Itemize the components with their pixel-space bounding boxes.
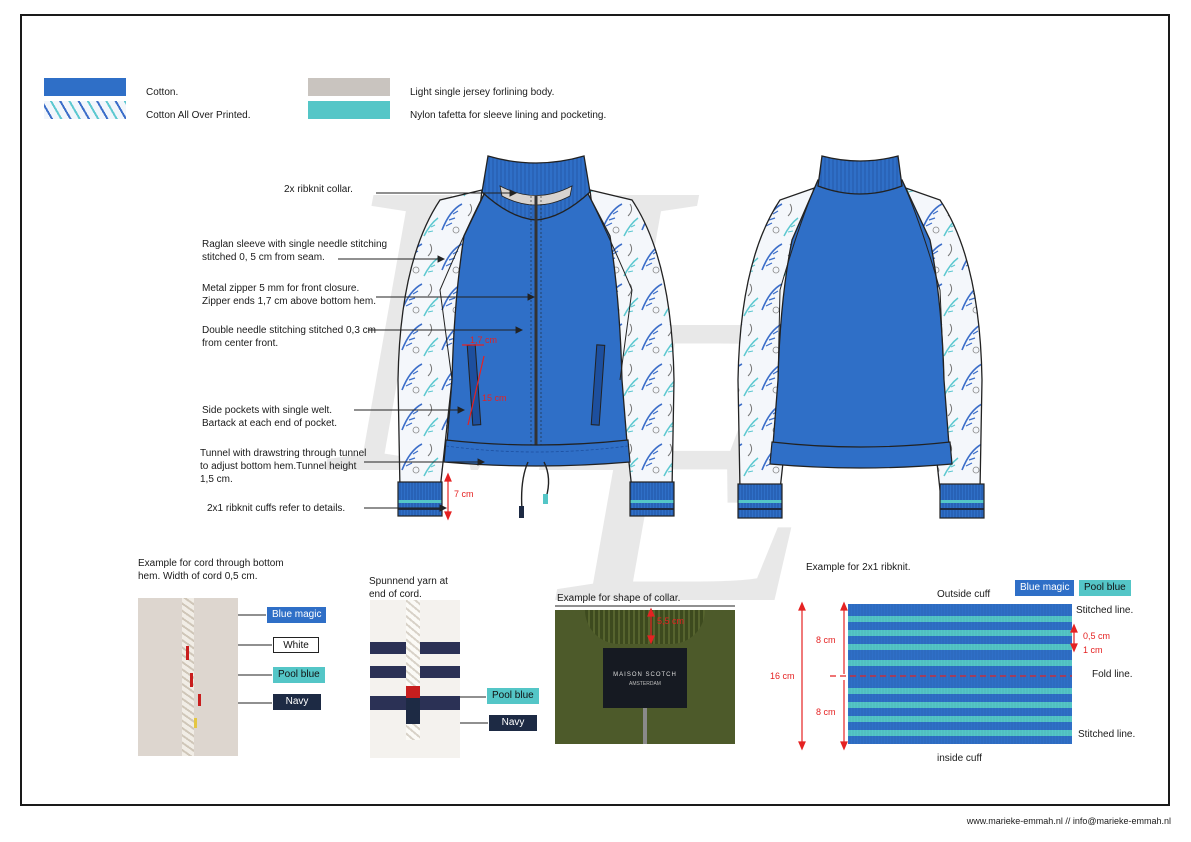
legend-cotton: Cotton. — [146, 87, 179, 98]
annotation-zipper: Metal zipper 5 mm for front closure. Zip… — [202, 283, 376, 307]
tag-pool-blue-yarn: Pool blue — [487, 688, 539, 704]
back-jacket — [737, 155, 985, 519]
footer-contact: www.marieke-emmah.nl // info@marieke-emm… — [966, 816, 1171, 826]
front-jacket — [397, 155, 675, 518]
rib-stripe — [848, 644, 1072, 650]
measure-pocket-length: 15 cm — [482, 393, 507, 403]
measure-collar-height: 5,5 cm — [657, 616, 685, 626]
measure-rib-half-a: 8 cm — [816, 635, 836, 645]
measure-pocket-top: 1,7 cm — [470, 335, 498, 345]
measure-lines-front — [444, 344, 485, 521]
collar-rib — [585, 610, 705, 644]
cord-section-title: Example for cord through bottom hem. Wid… — [138, 558, 284, 582]
cord-red-stitch — [190, 673, 193, 687]
sheet-frame — [20, 14, 1170, 806]
yarn-photo — [370, 600, 460, 758]
cotton-swatch — [44, 78, 126, 96]
rib-stripe — [848, 660, 1072, 666]
collar-zipper — [643, 708, 647, 744]
brand-label-line1: MAISON SCOTCH — [613, 672, 677, 678]
rib-stripe — [848, 716, 1072, 722]
tag-white: White — [273, 637, 319, 653]
rib-stripe — [848, 702, 1072, 708]
measure-rib-stripe-a: 0,5 cm — [1083, 631, 1111, 641]
tag-navy-yarn: Navy — [489, 715, 537, 731]
legend-cotton-aop: Cotton All Over Printed. — [146, 110, 251, 121]
annotation-pockets: Side pockets with single welt. Bartack a… — [202, 405, 338, 429]
cord-red-stitch — [198, 694, 201, 706]
tag-navy: Navy — [273, 694, 321, 710]
yarn-wrap-navy — [406, 698, 420, 724]
tag-blue-magic-rib: Blue magic — [1015, 580, 1075, 596]
cord-yellow-stitch — [194, 718, 197, 728]
rib-stripe — [848, 630, 1072, 636]
rib-stripe — [848, 688, 1072, 694]
yarn-section-title: Spunnend yarn at end of cord. — [369, 576, 448, 600]
rib-section-title: Example for 2x1 ribknit. — [806, 562, 911, 573]
rib-measure-lines — [798, 601, 1078, 751]
cotton-aop-swatch — [44, 101, 126, 119]
cord-photo — [138, 598, 238, 756]
annotation-raglan: Raglan sleeve with single needle stitchi… — [202, 239, 388, 263]
legend-jersey: Light single jersey forlining body. — [410, 87, 555, 98]
annotation-double-needle: Double needle stitching stitched 0,3 cm … — [202, 325, 376, 349]
rib-stripe — [848, 730, 1072, 736]
collar-photo: MAISON SCOTCH AMSTERDAM — [555, 610, 735, 744]
annotation-cuffs: 2x1 ribknit cuffs refer to details. — [207, 503, 346, 514]
measure-rib-total: 16 cm — [770, 671, 795, 681]
leader-lines — [338, 189, 536, 512]
rib-outside-label: Outside cuff — [937, 589, 991, 600]
cord-red-stitch — [186, 646, 189, 660]
annotation-collar: 2x ribknit collar. — [284, 184, 353, 195]
jersey-swatch — [308, 78, 390, 96]
measure-rib-half-b: 8 cm — [816, 707, 836, 717]
tag-pool-blue-rib: Pool blue — [1079, 580, 1131, 596]
rib-diagram — [848, 604, 1072, 744]
measure-cuff-height: 7 cm — [454, 489, 474, 499]
yarn-wrap-red — [406, 686, 420, 698]
annotation-tunnel: Tunnel with drawstring through tunnel to… — [200, 448, 367, 485]
brand-label-line2: AMSTERDAM — [629, 681, 661, 687]
rib-stripe — [848, 616, 1072, 622]
measure-rib-stripe-b: 1 cm — [1083, 645, 1103, 655]
rib-stitched-top: Stitched line. — [1076, 605, 1134, 616]
tag-pool-blue: Pool blue — [273, 667, 325, 683]
collar-section-title: Example for shape of collar. — [557, 593, 681, 604]
cord — [182, 598, 194, 756]
rib-fold-line: Fold line. — [1092, 669, 1133, 680]
legend-tafetta: Nylon tafetta for sleeve lining and pock… — [410, 110, 607, 121]
tag-blue-magic: Blue magic — [267, 607, 327, 623]
rib-stripes — [848, 604, 1072, 744]
rib-inside-label: inside cuff — [937, 753, 982, 764]
tafetta-swatch — [308, 101, 390, 119]
rib-stitched-bottom: Stitched line. — [1078, 729, 1136, 740]
brand-label: MAISON SCOTCH AMSTERDAM — [603, 648, 687, 708]
